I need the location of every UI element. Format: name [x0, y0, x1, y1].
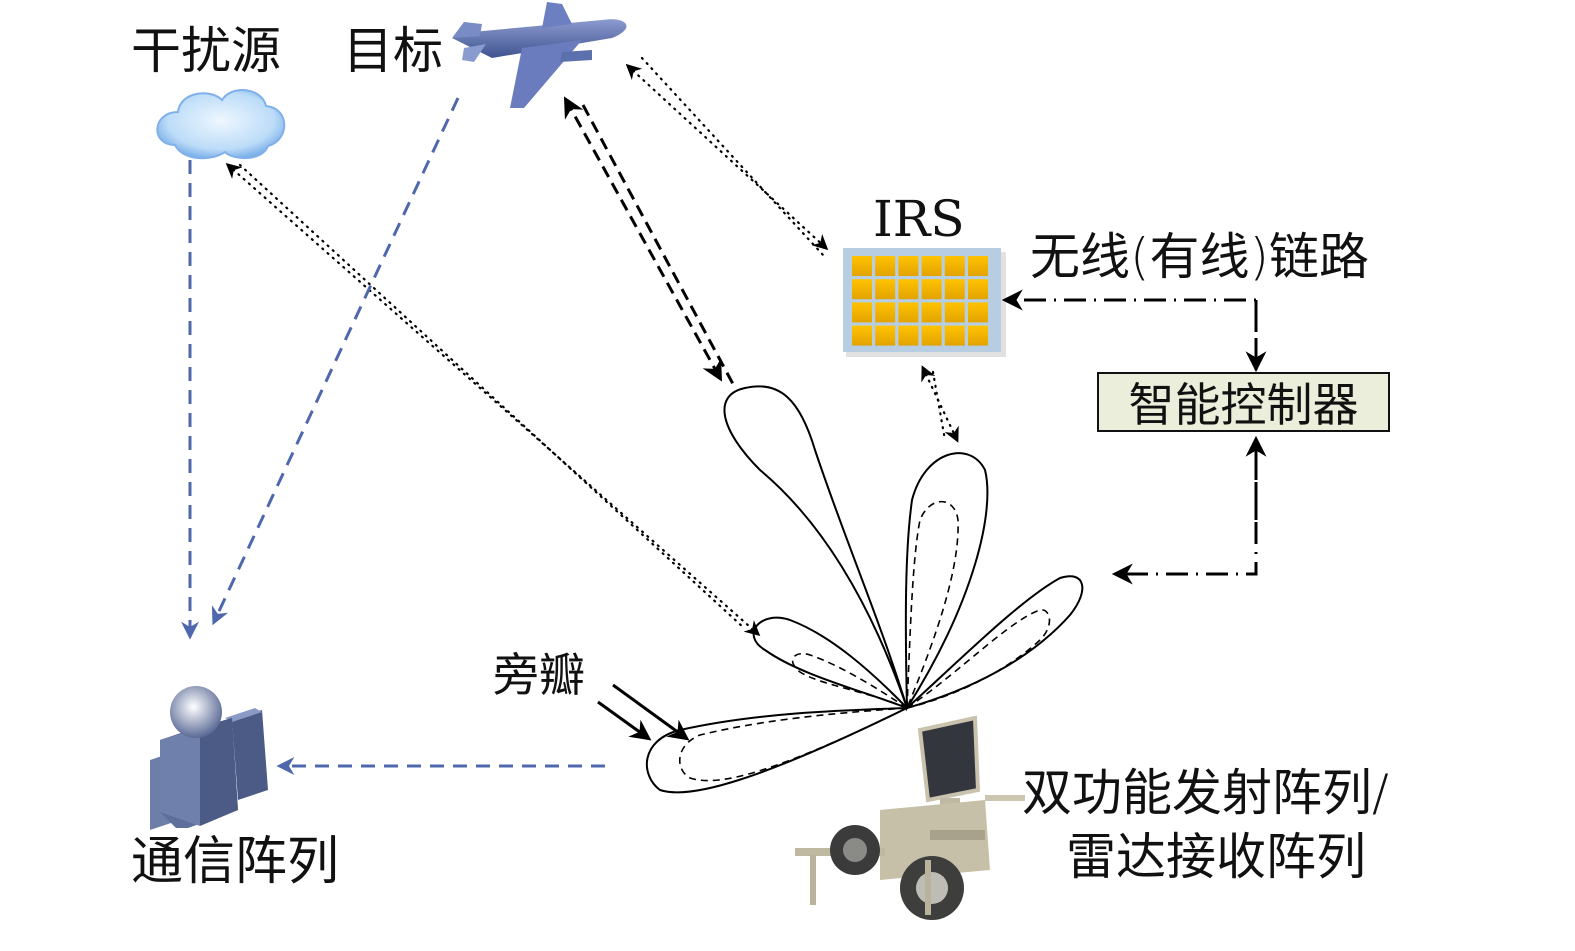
comm-links	[181, 97, 605, 775]
lobe-right	[906, 575, 1084, 709]
irs-element-tile	[968, 279, 988, 300]
irs-element-tile	[898, 302, 919, 323]
intelligent-controller-box: 智能控制器	[1097, 372, 1390, 432]
irs-element-tile	[852, 325, 872, 346]
beam-pattern-reduced	[678, 501, 1051, 782]
irs-element-tile	[968, 325, 988, 346]
controller-to-irs-link	[1001, 289, 1258, 370]
irs-label: IRS	[873, 190, 965, 248]
irs-element-tile	[944, 325, 965, 346]
irs-element-tile	[968, 302, 988, 323]
irs-element-tile	[921, 256, 942, 276]
communication-user-icon	[150, 686, 268, 830]
lobe-irs	[904, 452, 989, 712]
irs-element-tile	[944, 256, 965, 276]
jammer-label: 干扰源	[131, 22, 281, 80]
radar-vehicle-icon	[795, 715, 1025, 920]
irs-element-tile	[921, 325, 942, 346]
irs-lobe-link	[921, 365, 959, 443]
target-to-user-link	[211, 97, 460, 626]
target-mainlobe-link	[563, 96, 735, 385]
link-label: 无线(有线)链路	[1030, 228, 1370, 286]
target-label: 目标	[343, 22, 443, 80]
irs-element-tile	[852, 279, 872, 300]
irs-element-tile	[875, 279, 896, 300]
controller-label: 智能控制器	[1128, 378, 1359, 432]
irs-element-tile	[898, 256, 919, 276]
irs-element-tile	[898, 325, 919, 346]
airplane-target-icon	[452, 2, 627, 108]
irs-element-tile	[944, 302, 965, 323]
cloud-jammer-icon	[156, 88, 286, 160]
main-lobe-target	[723, 385, 908, 709]
sidelobe	[646, 707, 908, 794]
controller-links	[1001, 289, 1267, 585]
irs-element-tile	[898, 279, 919, 300]
jammer-lobe-link	[225, 162, 761, 637]
irs-element-tile	[875, 302, 896, 323]
controller-to-array-link	[1111, 442, 1258, 585]
sidelobe-label: 旁瓣	[493, 648, 585, 702]
irs-element-tile	[875, 256, 896, 276]
irs-element-tile	[921, 302, 942, 323]
dual-array-label-line2: 雷达接收阵列	[1066, 828, 1366, 886]
comm-array-label: 通信阵列	[131, 832, 340, 892]
irs-element-tile	[921, 279, 942, 300]
irs-element-tile	[852, 256, 872, 276]
irs-element-tile	[944, 279, 965, 300]
sidelobe-pointers	[597, 683, 690, 741]
dual-array-label-line1: 双功能发射阵列/	[1022, 764, 1389, 822]
target-irs-link	[625, 56, 829, 258]
irs-panel	[843, 248, 1006, 357]
irs-element-tile	[968, 256, 988, 276]
irs-element-tile	[875, 325, 896, 346]
irs-element-tile	[852, 302, 872, 323]
